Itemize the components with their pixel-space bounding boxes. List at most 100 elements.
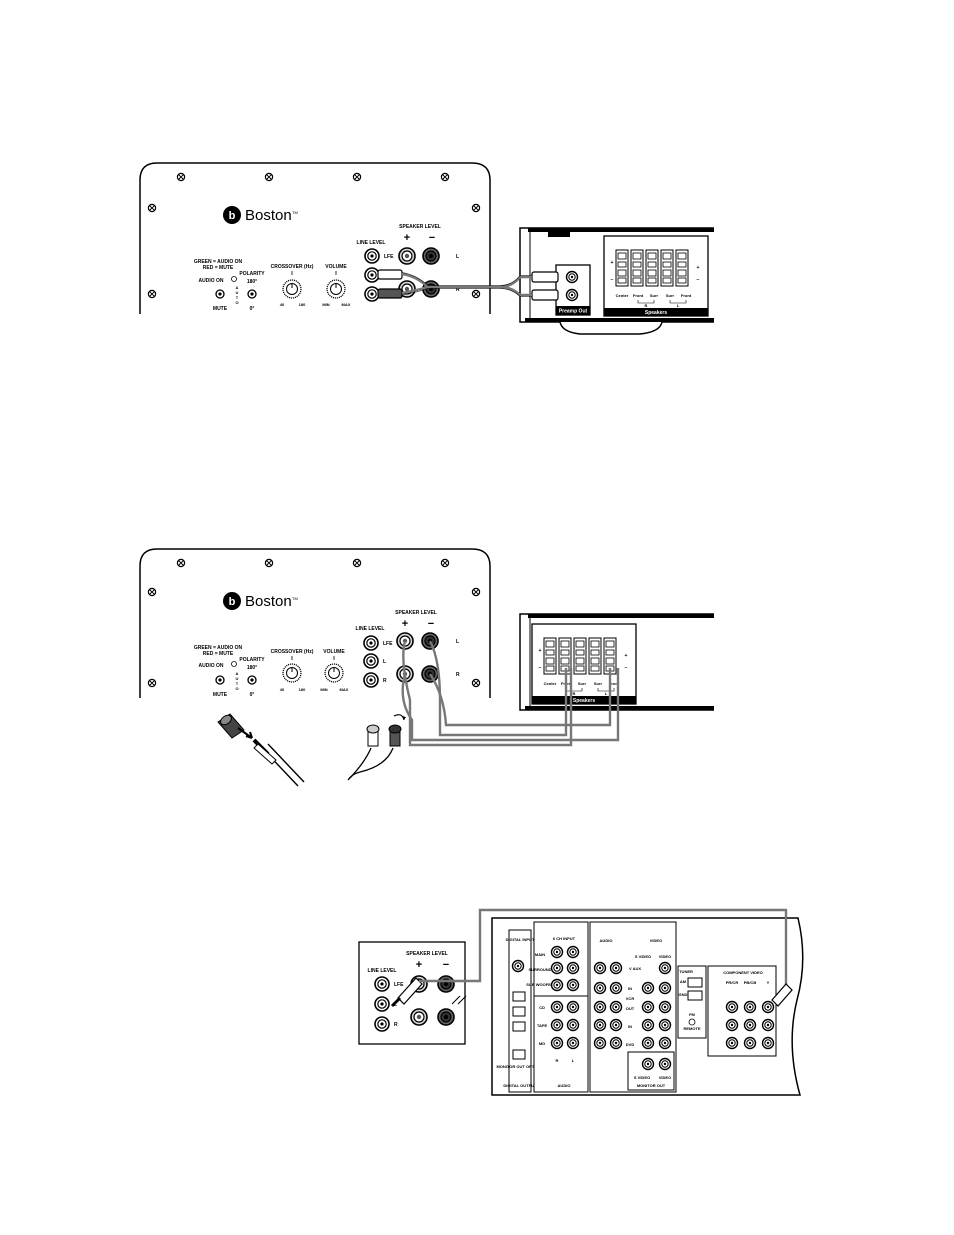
- lfe-jack[interactable]: [363, 635, 379, 651]
- av-jack[interactable]: [593, 1036, 607, 1050]
- volume-max-label: MAX: [342, 302, 351, 307]
- speaker-l-minus-post[interactable]: [422, 247, 440, 265]
- sub-woofer-jack[interactable]: [550, 978, 564, 992]
- monitor-out-jack[interactable]: [641, 1057, 655, 1071]
- speaker-terminal-icon[interactable]: [645, 249, 659, 287]
- audio-mode-button[interactable]: [215, 289, 225, 299]
- volume-knob[interactable]: [326, 279, 346, 299]
- speaker-r-plus-post[interactable]: [410, 1008, 428, 1026]
- av-jack[interactable]: [593, 961, 607, 975]
- crossover-knob[interactable]: [282, 663, 302, 683]
- optical-port-icon[interactable]: [512, 991, 526, 1002]
- speaker-l-label: L: [456, 639, 459, 645]
- line-l-jack[interactable]: [374, 996, 390, 1012]
- component-jack[interactable]: [761, 1000, 775, 1014]
- av-jack[interactable]: [658, 981, 672, 995]
- component-jack[interactable]: [725, 1036, 739, 1050]
- 6ch-jack[interactable]: [566, 978, 580, 992]
- speaker-terminal-icon[interactable]: [543, 637, 557, 675]
- volume-max-label: MAX: [340, 687, 349, 692]
- 6ch-jack[interactable]: [550, 961, 564, 975]
- preamp-out-r-jack[interactable]: [565, 288, 579, 302]
- av-jack[interactable]: [641, 1000, 655, 1014]
- speaker-l-minus-post[interactable]: [437, 975, 455, 993]
- component-jack[interactable]: [761, 1018, 775, 1032]
- antenna-terminal-icon[interactable]: [687, 977, 703, 988]
- preamp-out-l-jack[interactable]: [565, 270, 579, 284]
- audio-jack[interactable]: [550, 1036, 564, 1050]
- antenna-terminal-icon[interactable]: [687, 990, 703, 1001]
- audio-jack[interactable]: [566, 1000, 580, 1014]
- polarity-button[interactable]: [247, 289, 257, 299]
- av-jack[interactable]: [641, 1018, 655, 1032]
- av-jack[interactable]: [609, 1018, 623, 1032]
- tape-label: TAPE: [537, 1023, 548, 1028]
- v-aux-label: V AUX: [629, 966, 641, 971]
- av-jack[interactable]: [658, 1000, 672, 1014]
- av-jack[interactable]: [658, 961, 672, 975]
- component-jack[interactable]: [743, 1000, 757, 1014]
- monitor-out-jack[interactable]: [658, 1057, 672, 1071]
- digital-coax-jack[interactable]: [511, 959, 525, 973]
- 6ch-jack[interactable]: [550, 945, 564, 959]
- polarity-button[interactable]: [247, 675, 257, 685]
- av-jack[interactable]: [658, 1036, 672, 1050]
- line-r-jack[interactable]: [364, 286, 380, 302]
- optical-port-icon[interactable]: [512, 1049, 526, 1060]
- speaker-l-plus-post[interactable]: [398, 247, 416, 265]
- polarity-0-label: 0°: [250, 692, 255, 698]
- preamp-out-label: Preamp Out: [559, 309, 588, 315]
- s-video-label: S VIDEO: [635, 954, 651, 959]
- av-jack[interactable]: [641, 1036, 655, 1050]
- speaker-terminal-icon[interactable]: [660, 249, 674, 287]
- av-jack[interactable]: [609, 1036, 623, 1050]
- crossover-knob[interactable]: [282, 279, 302, 299]
- s-video-label: S VIDEO: [634, 1075, 650, 1080]
- speaker-terminal-icon[interactable]: [675, 249, 689, 287]
- 6ch-jack[interactable]: [566, 961, 580, 975]
- av-jack[interactable]: [593, 1018, 607, 1032]
- speaker-terminal-icon[interactable]: [588, 637, 602, 675]
- av-jack[interactable]: [609, 1000, 623, 1014]
- component-jack[interactable]: [743, 1018, 757, 1032]
- line-l-jack[interactable]: [364, 267, 380, 283]
- speaker-terminal-icon[interactable]: [615, 249, 629, 287]
- speakers-label: Speakers: [645, 310, 667, 316]
- audio-jack[interactable]: [550, 1000, 564, 1014]
- volume-knob[interactable]: [324, 663, 344, 683]
- gnd-label: GND: [679, 992, 688, 997]
- component-jack[interactable]: [725, 1000, 739, 1014]
- component-jack[interactable]: [725, 1018, 739, 1032]
- speaker-r-minus-post[interactable]: [437, 1008, 455, 1026]
- speaker-terminal-icon[interactable]: [573, 637, 587, 675]
- av-jack[interactable]: [609, 981, 623, 995]
- lfe-label: LFE: [394, 982, 404, 988]
- optical-port-icon[interactable]: [512, 1021, 526, 1032]
- line-r-jack[interactable]: [363, 672, 379, 688]
- av-jack[interactable]: [593, 981, 607, 995]
- auto-letter: T: [236, 681, 239, 686]
- component-jack[interactable]: [743, 1036, 757, 1050]
- audio-mode-button[interactable]: [215, 675, 225, 685]
- lfe-jack[interactable]: [364, 248, 380, 264]
- screw-icon: [440, 558, 450, 568]
- 6ch-jack[interactable]: [566, 945, 580, 959]
- speaker-wires: [401, 640, 620, 747]
- fm-connector-icon[interactable]: [688, 1018, 696, 1026]
- audio-jack[interactable]: [566, 1018, 580, 1032]
- lfe-jack[interactable]: [374, 976, 390, 992]
- av-jack[interactable]: [593, 1000, 607, 1014]
- plus-sign: +: [539, 648, 542, 654]
- speaker-terminal-icon[interactable]: [630, 249, 644, 287]
- line-l-jack[interactable]: [363, 653, 379, 669]
- av-jack[interactable]: [641, 981, 655, 995]
- av-jack[interactable]: [658, 1018, 672, 1032]
- screw-icon: [352, 558, 362, 568]
- audio-jack[interactable]: [566, 1036, 580, 1050]
- fm-label: FM: [689, 1012, 695, 1017]
- audio-jack[interactable]: [550, 1018, 564, 1032]
- line-r-jack[interactable]: [374, 1016, 390, 1032]
- av-jack[interactable]: [609, 961, 623, 975]
- optical-port-icon[interactable]: [512, 1006, 526, 1017]
- component-jack[interactable]: [761, 1036, 775, 1050]
